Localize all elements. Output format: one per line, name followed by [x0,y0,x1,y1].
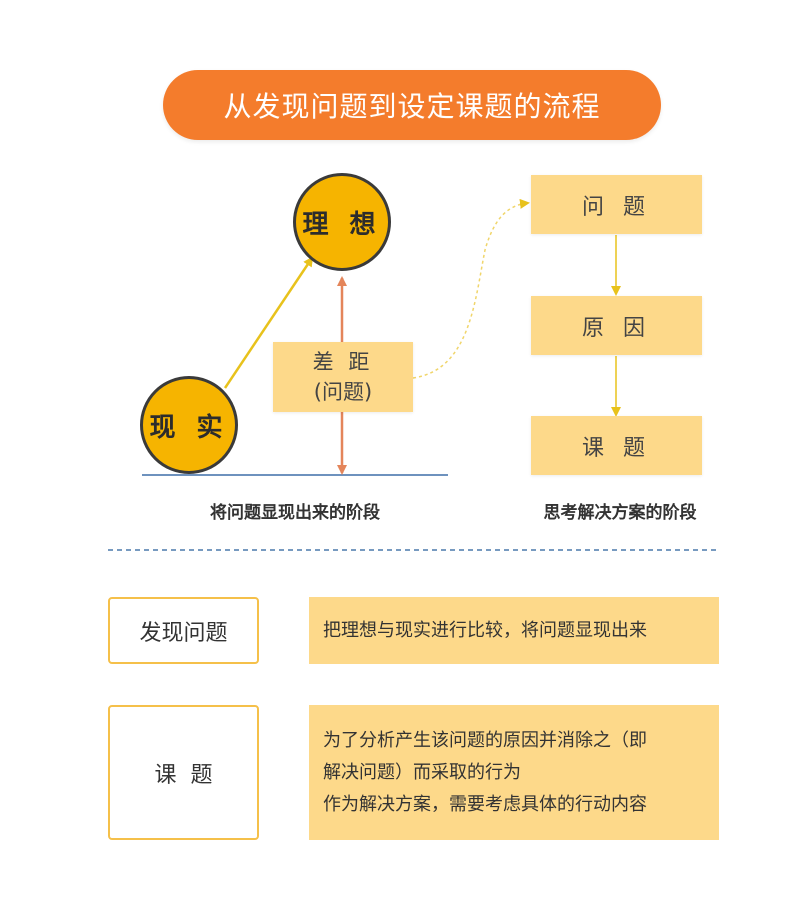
page-title: 从发现问题到设定课题的流程 [163,70,661,140]
definition-line: 作为解决方案，需要考虑具体的行动内容 [323,793,647,815]
reality-to-ideal-arrow [223,256,314,389]
ideal-circle: 理 想 [293,173,391,271]
gap-label: 差 距 [312,350,374,374]
definition-line: 把理想与现实进行比较，将问题显现出来 [323,619,647,641]
definition-line: 为了分析产生该问题的原因并消除之（即 [323,729,647,751]
definition-line: 解决问题）而采取的行为 [323,761,521,783]
gap-box: 差 距 (问题) [273,342,413,412]
gap-to-problem-dotted-arrow [412,198,530,379]
flow-box-cause: 原 因 [531,296,702,355]
caption-right: 思考解决方案的阶段 [543,503,697,523]
definition-task: 为了分析产生该问题的原因并消除之（即 解决问题）而采取的行为 作为解决方案，需要… [309,705,719,840]
gap-sublabel: (问题) [313,380,373,404]
flow-box-problem: 问 题 [531,175,702,234]
reality-circle: 现 实 [140,376,238,474]
caption-left: 将问题显现出来的阶段 [210,503,380,523]
term-discover-problem: 发现问题 [108,597,259,664]
term-task: 课 题 [108,705,259,840]
definition-discover-problem: 把理想与现实进行比较，将问题显现出来 [309,597,719,664]
flow-box-task: 课 题 [531,416,702,475]
